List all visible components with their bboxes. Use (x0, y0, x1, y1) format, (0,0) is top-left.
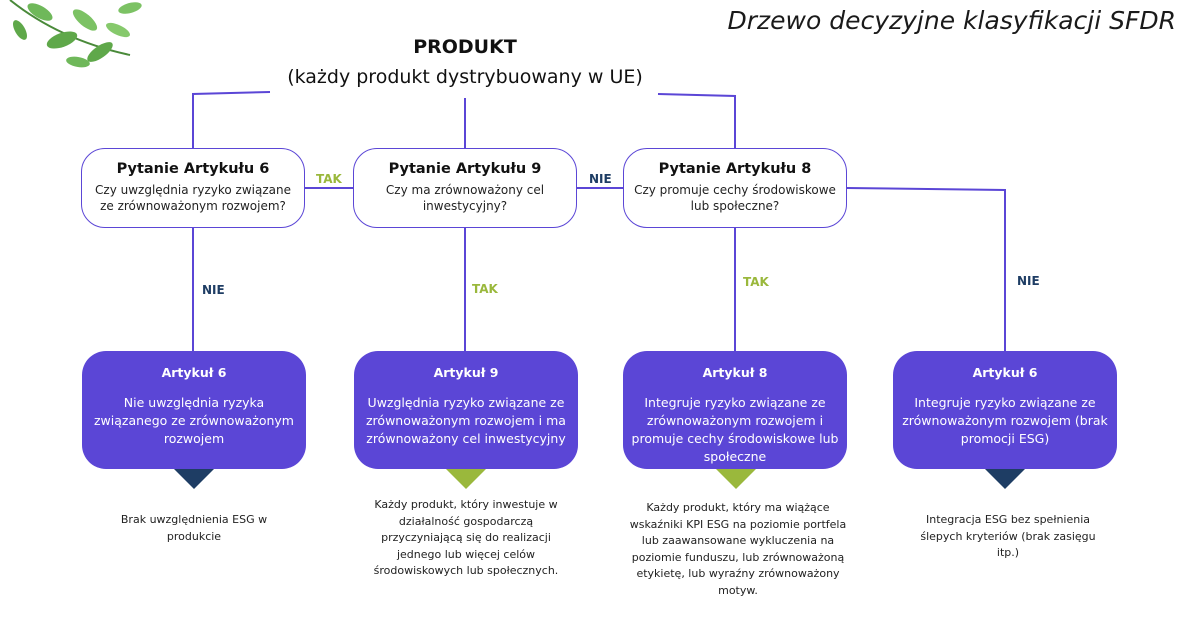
result-text: Nie uwzględnia ryzyka związanego ze zrów… (94, 395, 294, 447)
arrow-down-icon (174, 469, 214, 489)
edge-label-q9-down: TAK (472, 282, 498, 296)
note-article-6-integration: Integracja ESG bez spełnienia ślepych kr… (920, 513, 1096, 559)
question-text: Czy promuje cechy środowiskowe lub społe… (634, 183, 836, 213)
edge-label-q6-q9: TAK (316, 172, 342, 186)
question-text: Czy uwzględnia ryzyko związane ze zrówno… (95, 183, 291, 213)
result-text: Integruje ryzyko związane ze zrównoważon… (902, 395, 1108, 447)
connector-root-q8 (657, 93, 736, 148)
result-node-article-6: Artykuł 6 Nie uwzględnia ryzyka związane… (82, 351, 306, 469)
result-title: Artykuł 8 (702, 365, 768, 380)
result-node-article-8: Artykuł 8 Integruje ryzyko związane ze z… (623, 351, 847, 469)
note-article-6: Brak uwzględnienia ESG w produkcie (120, 513, 268, 543)
note-article-8: Każdy produkt, który ma wiążące wskaźnik… (629, 501, 847, 597)
question-text: Czy ma zrównoważony cel inwestycyjny? (385, 183, 545, 213)
root-node-subtitle: (każdy produkt dystrybuowany w UE) (287, 66, 643, 88)
result-text: Integruje ryzyko związane ze zrównoważon… (631, 395, 839, 465)
question-node-article-8: Pytanie Artykułu 8 Czy promuje cechy śro… (623, 148, 847, 228)
note-article-9: Każdy produkt, który inwestuje w działal… (373, 498, 559, 577)
result-node-article-9: Artykuł 9 Uwzględnia ryzyko związane ze … (354, 351, 578, 469)
connector-q8-result4 (846, 187, 1006, 351)
result-title: Artykuł 6 (161, 365, 227, 380)
edge-label-q9-q8: NIE (589, 172, 612, 186)
question-title: Pytanie Artykułu 6 (116, 161, 270, 177)
result-node-article-6-integration: Artykuł 6 Integruje ryzyko związane ze z… (893, 351, 1117, 469)
arrow-down-icon (716, 469, 756, 489)
connector-root-q6 (192, 91, 271, 148)
leaf-branch-icon (9, 0, 142, 68)
result-title: Artykuł 6 (972, 365, 1038, 380)
arrow-down-icon (446, 469, 486, 489)
root-node-title: PRODUKT (413, 36, 517, 58)
edge-label-q8-down: TAK (743, 275, 769, 289)
question-node-article-6: Pytanie Artykułu 6 Czy uwzględnia ryzyko… (81, 148, 305, 228)
result-text: Uwzględnia ryzyko związane ze zrównoważo… (366, 395, 566, 447)
result-title: Artykuł 9 (433, 365, 499, 380)
edge-label-q8-right-down: NIE (1017, 274, 1040, 288)
arrow-down-icon (985, 469, 1025, 489)
page-title: Drzewo decyzyjne klasyfikacji SFDR (727, 6, 1176, 35)
question-title: Pytanie Artykułu 9 (388, 161, 542, 177)
question-title: Pytanie Artykułu 8 (658, 161, 812, 177)
edge-label-q6-down: NIE (202, 283, 225, 297)
question-node-article-9: Pytanie Artykułu 9 Czy ma zrównoważony c… (353, 148, 577, 228)
